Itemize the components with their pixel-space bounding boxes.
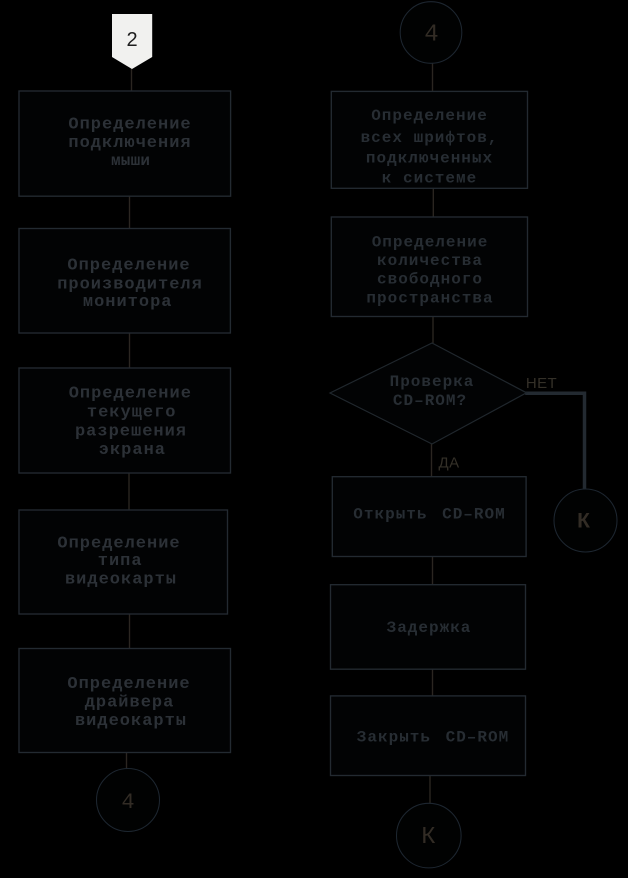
svg-text:видеокарты: видеокарты bbox=[65, 571, 177, 590]
svg-text:подключения: подключения bbox=[68, 134, 191, 153]
svg-text:видеокарты: видеокарты bbox=[75, 712, 187, 731]
svg-text:4: 4 bbox=[424, 22, 438, 49]
svg-text:НЕТ: НЕТ bbox=[526, 375, 557, 392]
svg-text:Задержка: Задержка bbox=[387, 619, 472, 637]
svg-text:типа: типа bbox=[98, 552, 143, 571]
svg-text:Закрыть CD–ROM: Закрыть CD–ROM bbox=[357, 729, 509, 747]
svg-text:ДА: ДА bbox=[439, 455, 460, 472]
svg-text:драйвера: драйвера bbox=[85, 694, 175, 713]
svg-text:CD–ROM?: CD–ROM? bbox=[393, 392, 467, 410]
svg-text:Определение: Определение bbox=[67, 675, 190, 694]
svg-text:Определение: Определение bbox=[372, 234, 489, 252]
svg-text:подключенных: подключенных bbox=[366, 150, 493, 168]
svg-text:к системе: к системе bbox=[382, 169, 477, 187]
svg-text:К: К bbox=[421, 824, 435, 851]
svg-text:производителя: производителя bbox=[57, 276, 203, 295]
svg-text:Определение: Определение bbox=[371, 107, 488, 125]
svg-text:свободного: свободного bbox=[377, 271, 483, 289]
svg-text:текущего: текущего bbox=[87, 403, 177, 422]
svg-text:Открыть CD–ROM: Открыть CD–ROM bbox=[353, 506, 505, 524]
svg-text:пространства: пространства bbox=[366, 289, 493, 307]
svg-text:Определение: Определение bbox=[68, 116, 191, 135]
svg-text:2: 2 bbox=[126, 29, 137, 51]
svg-text:количества: количества bbox=[377, 252, 483, 270]
svg-text:монитора: монитора bbox=[83, 293, 173, 312]
svg-text:всех шрифтов,: всех шрифтов, bbox=[361, 129, 499, 147]
svg-text:Определение: Определение bbox=[57, 534, 180, 553]
svg-text:мыши: мыши bbox=[111, 152, 150, 170]
svg-text:4: 4 bbox=[121, 790, 134, 815]
svg-text:экрана: экрана bbox=[99, 441, 166, 460]
svg-text:К: К bbox=[577, 510, 590, 533]
svg-text:Определение: Определение bbox=[69, 384, 192, 403]
svg-text:разрешения: разрешения bbox=[75, 422, 187, 441]
svg-text:Определение: Определение bbox=[67, 256, 190, 275]
svg-text:Проверка: Проверка bbox=[390, 373, 475, 391]
